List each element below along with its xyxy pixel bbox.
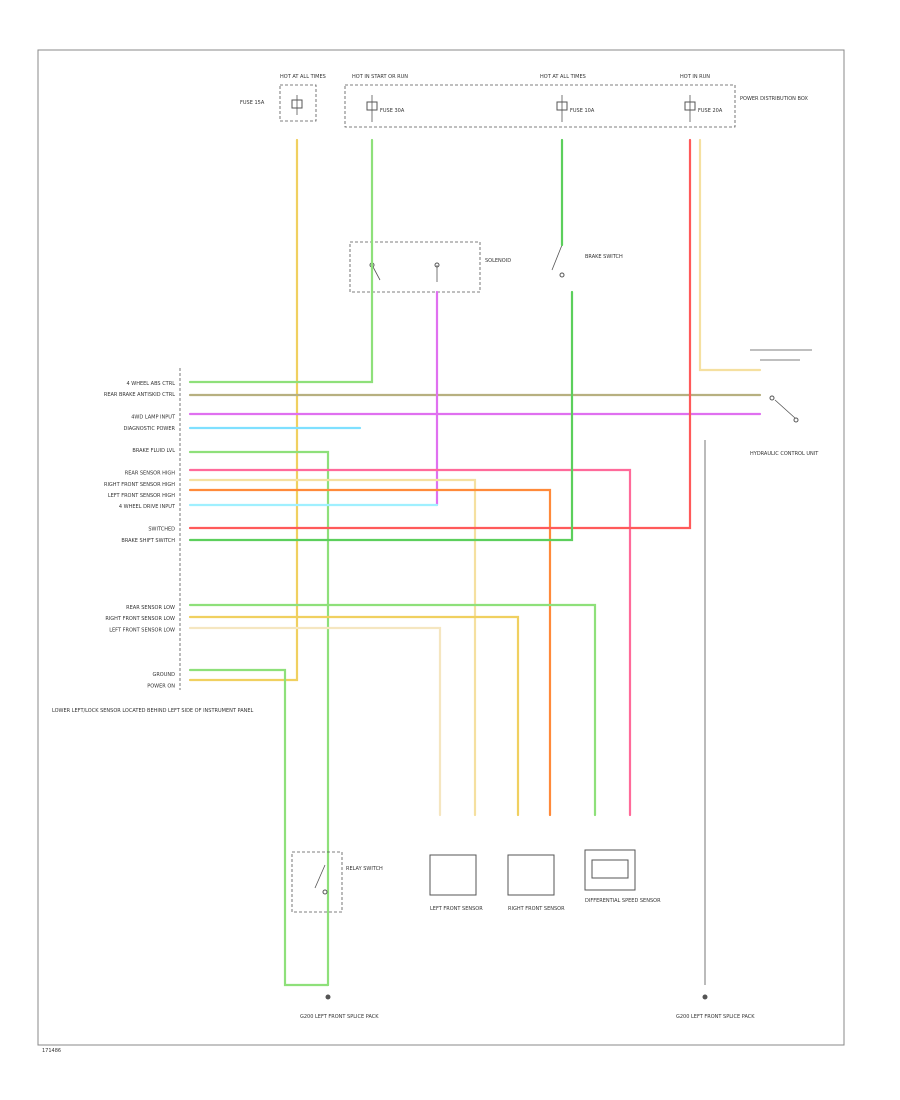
wire-tan-lf-low bbox=[188, 626, 442, 817]
wires bbox=[188, 138, 762, 987]
wire-tan-rf bbox=[188, 478, 477, 817]
wire-green-shift bbox=[188, 138, 574, 542]
hydraulic-switch bbox=[750, 349, 812, 423]
fuse-3 bbox=[684, 95, 696, 122]
wire-pink-rear bbox=[188, 468, 632, 817]
power-dist-label: POWER DISTRIBUTION BOX bbox=[740, 96, 808, 102]
module-pin-label: BRAKE FLUID LVL bbox=[132, 448, 175, 454]
wire-green-fluid bbox=[188, 450, 330, 987]
wire-orange-lf bbox=[188, 488, 552, 817]
module-left-label: LOWER LEFT/LOCK SENSOR LOCATED BEHIND LE… bbox=[52, 708, 254, 714]
module-pin-label: POWER ON bbox=[147, 683, 175, 689]
fuse-2 bbox=[556, 95, 568, 122]
module-pin-label: REAR SENSOR LOW bbox=[126, 605, 175, 611]
module-pin-label: LEFT FRONT SENSOR LOW bbox=[109, 627, 175, 633]
module-pin-label: RIGHT FRONT SENSOR LOW bbox=[105, 616, 175, 622]
fuse-top-label-c: HOT AT ALL TIMES bbox=[540, 74, 586, 80]
module-pin-label: REAR BRAKE ANTISKID CTRL bbox=[104, 392, 175, 398]
module-pin-label: DIAGNOSTIC POWER bbox=[123, 426, 175, 432]
ground-left: G200 LEFT FRONT SPLICE PACK bbox=[300, 994, 379, 1020]
brake-switch-label: BRAKE SWITCH bbox=[585, 254, 623, 260]
brake-switch-contact bbox=[551, 244, 565, 278]
module-pin-label: SWITCHED bbox=[148, 527, 175, 533]
fuse-label-1: FUSE 30A bbox=[380, 108, 405, 114]
sensor-left-front: LEFT FRONT SENSOR bbox=[429, 854, 483, 912]
fuse-box-left bbox=[279, 84, 317, 122]
wire-yellow-power bbox=[188, 138, 299, 682]
module-pin-labels: 4 WHEEL ABS CTRL REAR BRAKE ANTISKID CTRL… bbox=[104, 381, 176, 689]
ground-right: G200 LEFT FRONT SPLICE PACK bbox=[676, 994, 755, 1020]
fuse-label-3: FUSE 20A bbox=[698, 108, 723, 114]
solenoid-label: SOLENOID bbox=[485, 258, 511, 264]
module-pin-label: BRAKE SHIFT SWITCH bbox=[121, 538, 175, 544]
switch-contact-2 bbox=[434, 262, 440, 282]
diagram-frame bbox=[37, 49, 845, 1046]
ground-left-label: G200 LEFT FRONT SPLICE PACK bbox=[300, 1014, 379, 1020]
footer-code: 171486 bbox=[42, 1048, 61, 1054]
sensor-rear: DIFFERENTIAL SPEED SENSOR bbox=[584, 849, 661, 904]
sensor-right-front: RIGHT FRONT SENSOR bbox=[507, 854, 565, 912]
relay-switch-label: RELAY SWITCH bbox=[346, 866, 383, 872]
fuse-1 bbox=[366, 95, 378, 122]
wire-tan-right bbox=[698, 138, 762, 372]
module-pin-label: GROUND bbox=[152, 672, 175, 678]
sensor-lf-label: LEFT FRONT SENSOR bbox=[430, 906, 483, 912]
module-pin-label: RIGHT FRONT SENSOR HIGH bbox=[104, 482, 175, 488]
module-pin-label: 4 WHEEL ABS CTRL bbox=[127, 381, 176, 387]
module-pin-label: 4 WHEEL DRIVE INPUT bbox=[119, 504, 176, 510]
ground-right-label: G200 LEFT FRONT SPLICE PACK bbox=[676, 1014, 755, 1020]
wire-red-switched bbox=[188, 138, 692, 530]
fuse-top-label-b: HOT IN START OR RUN bbox=[352, 74, 408, 80]
fuse-label-4: FUSE 15A bbox=[240, 100, 265, 106]
wire-violet-diag bbox=[188, 290, 762, 507]
sensor-rf-label: RIGHT FRONT SENSOR bbox=[508, 906, 565, 912]
fuse-top-label-d: HOT IN RUN bbox=[680, 74, 710, 80]
fuse-label-2: FUSE 10A bbox=[570, 108, 595, 114]
power-distribution-box bbox=[344, 84, 736, 128]
wire-green-rear-low bbox=[188, 603, 597, 817]
module-pin-label: 4WD LAMP INPUT bbox=[131, 415, 176, 421]
switch-box bbox=[349, 241, 481, 293]
wire-lightgreen-abs bbox=[188, 138, 374, 384]
sensor-rear-label: DIFFERENTIAL SPEED SENSOR bbox=[585, 898, 661, 904]
module-pin-label: REAR SENSOR HIGH bbox=[125, 471, 175, 477]
fuse-top-label-a: HOT AT ALL TIMES bbox=[280, 74, 326, 80]
wire-yellow-rf-low bbox=[188, 615, 520, 817]
fuse-left bbox=[291, 95, 303, 115]
relay-switch: RELAY SWITCH bbox=[291, 851, 383, 913]
hydraulic-label: HYDRAULIC CONTROL UNIT bbox=[750, 451, 819, 457]
wire-green-ground bbox=[188, 668, 330, 987]
module-pin-label: LEFT FRONT SENSOR HIGH bbox=[108, 493, 175, 499]
